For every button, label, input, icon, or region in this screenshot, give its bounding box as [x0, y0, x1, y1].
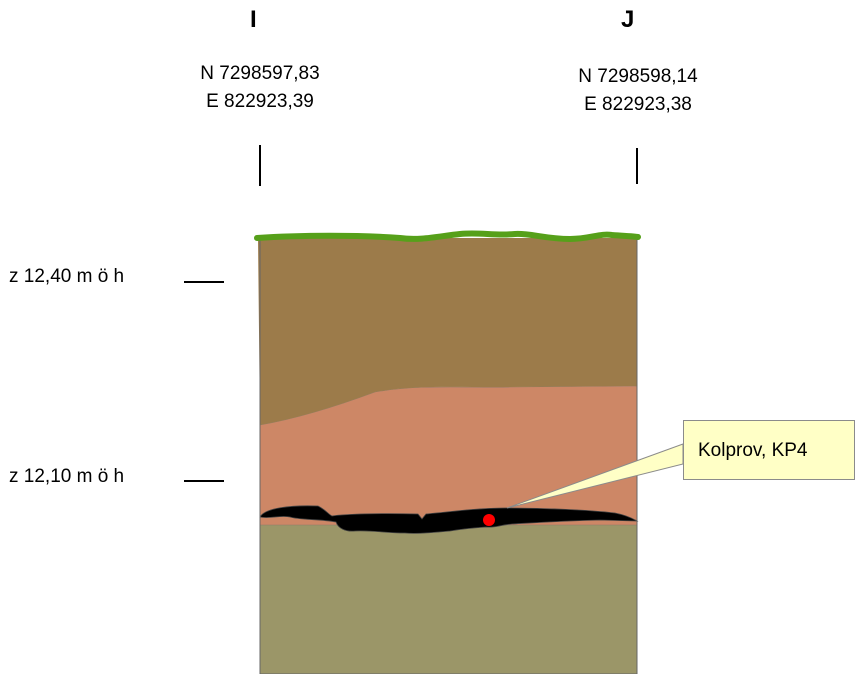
north-coordinate-i: N 7298597,83 — [200, 63, 320, 84]
elevation-label-upper: z 12,40 m ö h — [9, 266, 125, 287]
section-label-j: J — [621, 6, 635, 33]
north-coordinate-j: N 7298598,14 — [578, 66, 698, 87]
east-coordinate-j: E 822923,38 — [584, 94, 692, 115]
charcoal-layer — [259, 505, 639, 534]
section-label-i: I — [250, 6, 257, 33]
coordinates-j: N 7298598,14 E 822923,38 — [538, 63, 738, 119]
turf-surface — [254, 230, 641, 243]
profile-outline — [259, 238, 638, 674]
subsoil-layer — [259, 516, 638, 674]
sample-point-marker — [483, 514, 495, 526]
elevation-label-lower: z 12,10 m ö h — [9, 466, 125, 487]
sample-callout: Kolprov, KP4 — [683, 420, 855, 480]
sample-callout-label: Kolprov, KP4 — [698, 440, 808, 461]
east-coordinate-i: E 822923,39 — [206, 91, 314, 112]
upper-soil-layer — [258, 238, 637, 425]
coordinates-i: N 7298597,83 E 822923,39 — [160, 60, 360, 116]
